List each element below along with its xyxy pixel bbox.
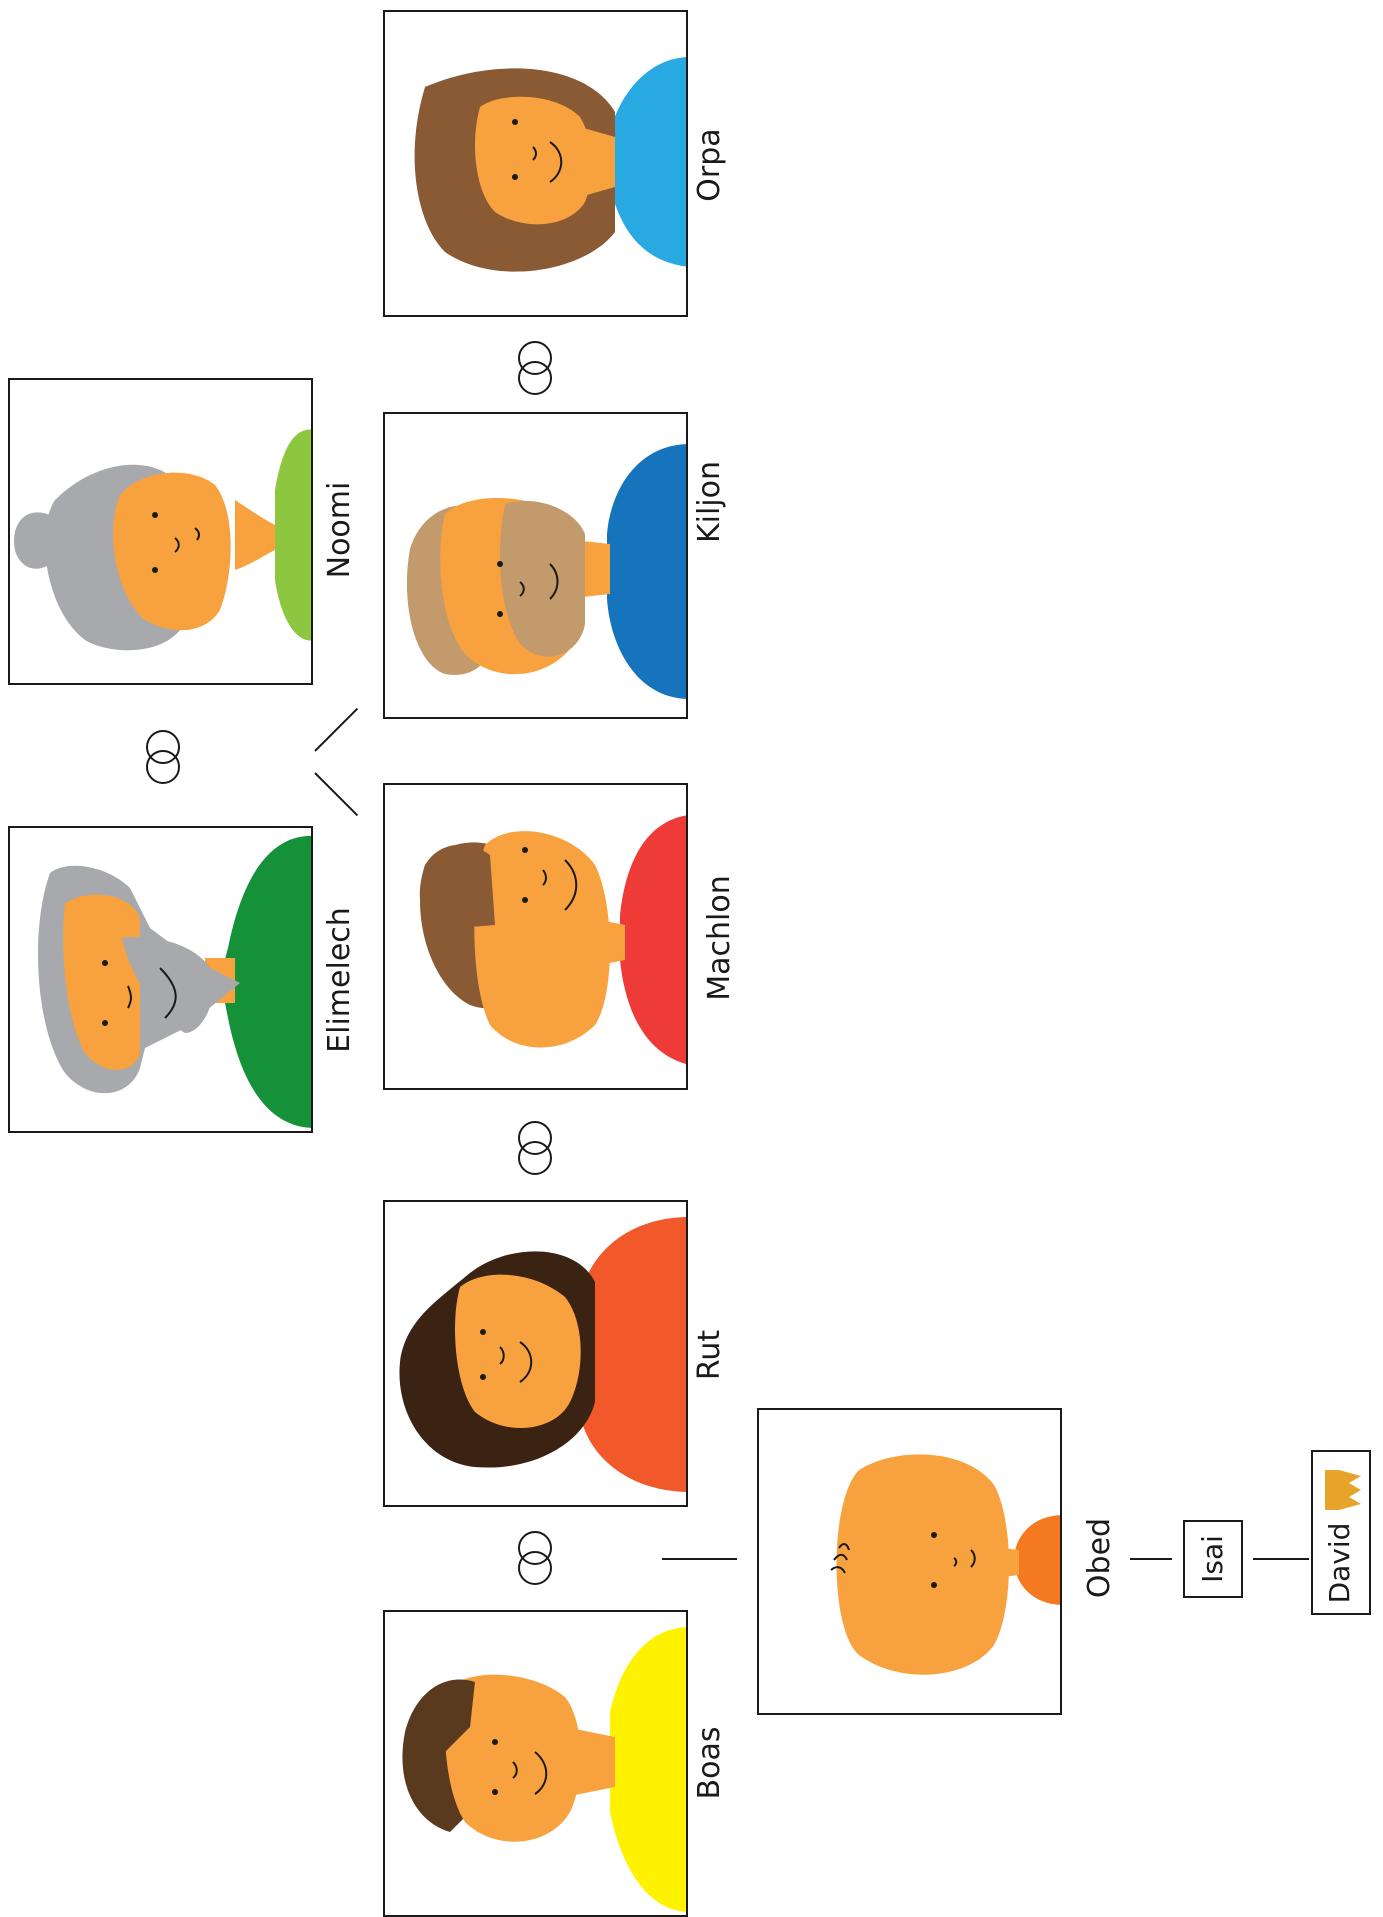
- line-isai-david: [1253, 1558, 1309, 1560]
- name-elimelech: Elimelech: [322, 900, 358, 1060]
- name-kiljon: Kiljon: [692, 422, 728, 582]
- portrait-kiljon: [383, 412, 688, 719]
- noomi-figure: [10, 380, 313, 685]
- descent-line-machlon: [314, 772, 358, 816]
- machlon-figure: [385, 785, 688, 1090]
- portrait-obed: [757, 1408, 1062, 1715]
- crown-icon: [1321, 1466, 1365, 1514]
- wedding-rings-icon: [133, 727, 193, 787]
- portrait-machlon: [383, 783, 688, 1090]
- line-obed-isai: [1130, 1558, 1172, 1560]
- box-david: David: [1311, 1450, 1371, 1615]
- name-boas: Boas: [692, 1703, 728, 1823]
- name-isai: Isai: [1197, 1519, 1229, 1599]
- name-orpa: Orpa: [692, 105, 728, 225]
- name-rut: Rut: [692, 1305, 728, 1405]
- portrait-noomi: [8, 378, 313, 685]
- elimelech-figure: [10, 828, 313, 1133]
- wedding-rings-icon: [505, 1118, 565, 1178]
- descent-line-kiljon: [314, 708, 358, 752]
- orpa-figure: [385, 12, 688, 317]
- name-machlon: Machlon: [702, 848, 738, 1028]
- wedding-rings-icon: [505, 1528, 565, 1588]
- obed-figure: [759, 1410, 1062, 1715]
- portrait-orpa: [383, 10, 688, 317]
- wedding-rings-icon: [505, 338, 565, 398]
- portrait-boas: [383, 1610, 688, 1917]
- portrait-elimelech: [8, 826, 313, 1133]
- portrait-rut: [383, 1200, 688, 1507]
- name-david: David: [1324, 1513, 1356, 1613]
- kiljon-figure: [385, 414, 688, 719]
- name-noomi: Noomi: [322, 450, 358, 610]
- boas-figure: [385, 1612, 688, 1917]
- name-obed: Obed: [1082, 1498, 1118, 1618]
- box-isai: Isai: [1183, 1520, 1243, 1598]
- descent-line-obed: [662, 1558, 737, 1560]
- rut-figure: [385, 1202, 688, 1507]
